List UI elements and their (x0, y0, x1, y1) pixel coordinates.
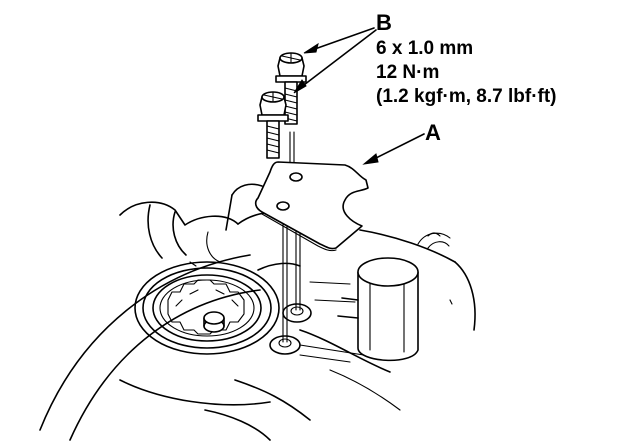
sensor-cylinder (337, 257, 419, 362)
leader-line-b (293, 27, 377, 94)
transmission-housing (39, 183, 476, 441)
label-a: A (425, 120, 441, 145)
label-b: B (376, 10, 392, 35)
mounting-bosses (269, 303, 312, 355)
torque-spec-alt: (1.2 kgf·m, 8.7 lbf·ft) (376, 86, 557, 107)
torque-spec-nm: 12 N·m (376, 62, 439, 83)
bracket-a (254, 161, 369, 252)
bolt-b-upper (275, 52, 307, 125)
bolt-size-spec: 6 x 1.0 mm (376, 38, 473, 59)
leader-line-a (362, 133, 425, 165)
bolt-b-lower (257, 91, 289, 159)
spline-hub (134, 261, 280, 355)
